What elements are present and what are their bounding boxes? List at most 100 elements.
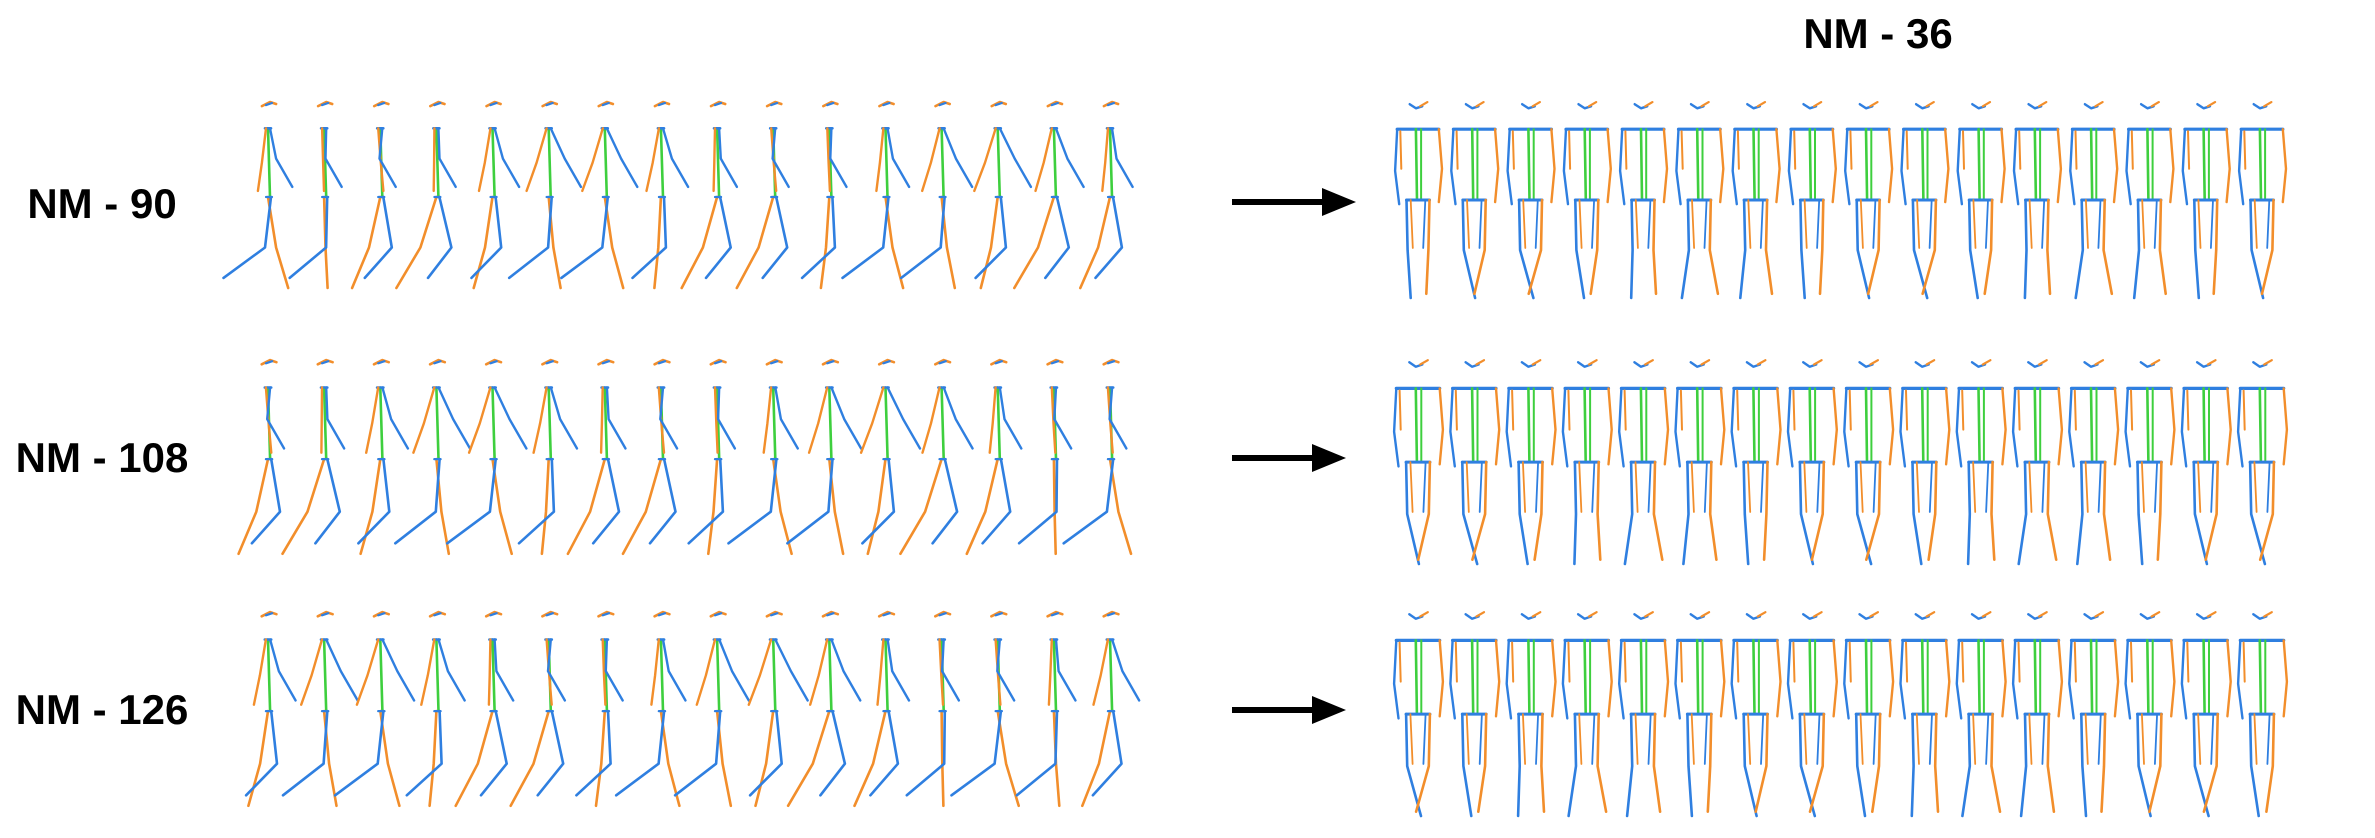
- skeleton-frame: [244, 610, 297, 808]
- target-skeleton-sequence: [1392, 611, 2289, 818]
- skeleton-frame: [2236, 359, 2289, 566]
- skeleton-frame: [454, 610, 515, 808]
- skeleton-frame: [2011, 359, 2064, 566]
- skeleton-frame: [1017, 358, 1073, 556]
- skeleton-frame: [1618, 100, 1669, 300]
- skeleton-frame: [2068, 611, 2120, 818]
- skeleton-frame: [687, 358, 737, 556]
- skeleton-frame: [899, 358, 974, 556]
- skeleton-frame: [566, 358, 627, 556]
- skeleton-frame: [445, 358, 528, 556]
- skeleton-frame: [1843, 611, 1895, 818]
- skeleton-frame: [673, 610, 750, 808]
- skeleton-frame: [1730, 359, 1782, 566]
- skeleton-frame: [1062, 358, 1133, 556]
- skeleton-frame: [1449, 611, 1501, 818]
- source-view-label: NM - 126: [16, 686, 189, 733]
- skeleton-frame: [2069, 100, 2119, 300]
- source-skeleton-sequence: [244, 610, 1141, 808]
- skeleton-frame: [1012, 100, 1085, 290]
- skeleton-frame: [621, 358, 679, 556]
- skeleton-frame: [470, 100, 521, 290]
- skeleton-frame: [1956, 100, 2006, 300]
- skeleton-frame: [357, 358, 410, 556]
- skeleton-frame: [1674, 611, 1726, 818]
- skeleton-frame: [853, 610, 911, 808]
- skeleton-frame: [405, 610, 466, 808]
- row-nm-126: NM - 126: [16, 610, 2289, 818]
- skeleton-frame: [281, 610, 359, 808]
- source-skeleton-sequence: [222, 100, 1134, 290]
- skeleton-frame: [2237, 100, 2288, 300]
- target-skeleton-sequence: [1392, 359, 2289, 566]
- skeleton-frame: [237, 358, 286, 556]
- skeleton-frame: [1562, 100, 1613, 300]
- skeleton-frame: [350, 100, 397, 290]
- skeleton-frame: [631, 100, 690, 290]
- skeleton-frame: [859, 358, 922, 556]
- skeleton-frame: [2236, 611, 2289, 818]
- skeleton-frame: [2011, 611, 2064, 818]
- skeleton-frame: [1731, 100, 1781, 300]
- skeleton-frame: [393, 358, 472, 556]
- skeleton-frame: [2125, 100, 2175, 300]
- skeleton-frame: [965, 358, 1023, 556]
- skeleton-frame: [2181, 100, 2231, 300]
- skeleton-frame: [560, 100, 639, 290]
- skeleton-frame: [1561, 359, 1613, 566]
- skeleton-frame: [1081, 610, 1141, 808]
- skeleton-frame: [1505, 359, 1557, 566]
- target-skeleton-sequence: [1393, 100, 2288, 300]
- skeleton-frame: [800, 100, 848, 290]
- source-view-label: NM - 108: [16, 434, 189, 481]
- row-nm-90: NM - 90: [27, 100, 2288, 300]
- skeleton-frame: [2068, 359, 2120, 566]
- skeleton-frame: [288, 100, 343, 290]
- skeleton-frame: [1786, 611, 1839, 818]
- skeleton-frame: [2180, 359, 2232, 566]
- skeleton-frame: [575, 610, 624, 808]
- skeleton-frame: [973, 100, 1033, 290]
- row-nm-108: NM - 108: [16, 358, 2289, 566]
- skeleton-frame: [281, 358, 346, 556]
- skeleton-frame: [1561, 611, 1613, 818]
- skeleton-frame: [614, 610, 687, 808]
- skeleton-frame: [1392, 611, 1445, 818]
- skeleton-frame: [509, 610, 567, 808]
- skeleton-frame: [1449, 359, 1501, 566]
- skeleton-frame: [222, 100, 294, 290]
- source-skeleton-sequence: [237, 358, 1133, 556]
- skeleton-frame: [747, 610, 809, 808]
- skeleton-frame: [899, 100, 974, 290]
- arrow-icon: [1232, 444, 1346, 472]
- skeleton-frame: [1786, 359, 1839, 566]
- skeleton-frame: [727, 358, 799, 556]
- skeleton-frame: [1730, 611, 1782, 818]
- target-view-label: NM - 36: [1803, 10, 1952, 57]
- arrow-icon: [1232, 696, 1346, 724]
- skeleton-frame: [786, 358, 863, 556]
- skeleton-frame: [1787, 100, 1838, 300]
- skeleton-frame: [680, 100, 739, 290]
- skeleton-frame: [1450, 100, 1500, 300]
- skeleton-frame: [1843, 100, 1894, 300]
- skeleton-frame: [1505, 611, 1557, 818]
- skeleton-frame: [1617, 359, 1670, 566]
- source-view-label: NM - 90: [27, 180, 176, 227]
- skeleton-frame: [517, 358, 579, 556]
- skeleton-frame: [1955, 359, 2007, 566]
- skeleton-frame: [2124, 359, 2176, 566]
- skeleton-frame: [333, 610, 416, 808]
- skeleton-frame: [1392, 359, 1445, 566]
- skeleton-frame: [1675, 100, 1725, 300]
- skeleton-frame: [1899, 359, 1951, 566]
- skeleton-frame: [1617, 611, 1670, 818]
- skeleton-frame: [2180, 611, 2232, 818]
- skeleton-frame: [1674, 359, 1726, 566]
- skeleton-frame: [950, 610, 1021, 808]
- skeleton-frame: [1899, 611, 1951, 818]
- skeleton-frame: [1015, 610, 1077, 808]
- skeleton-frame: [1900, 100, 1950, 300]
- skeleton-frame: [786, 610, 862, 808]
